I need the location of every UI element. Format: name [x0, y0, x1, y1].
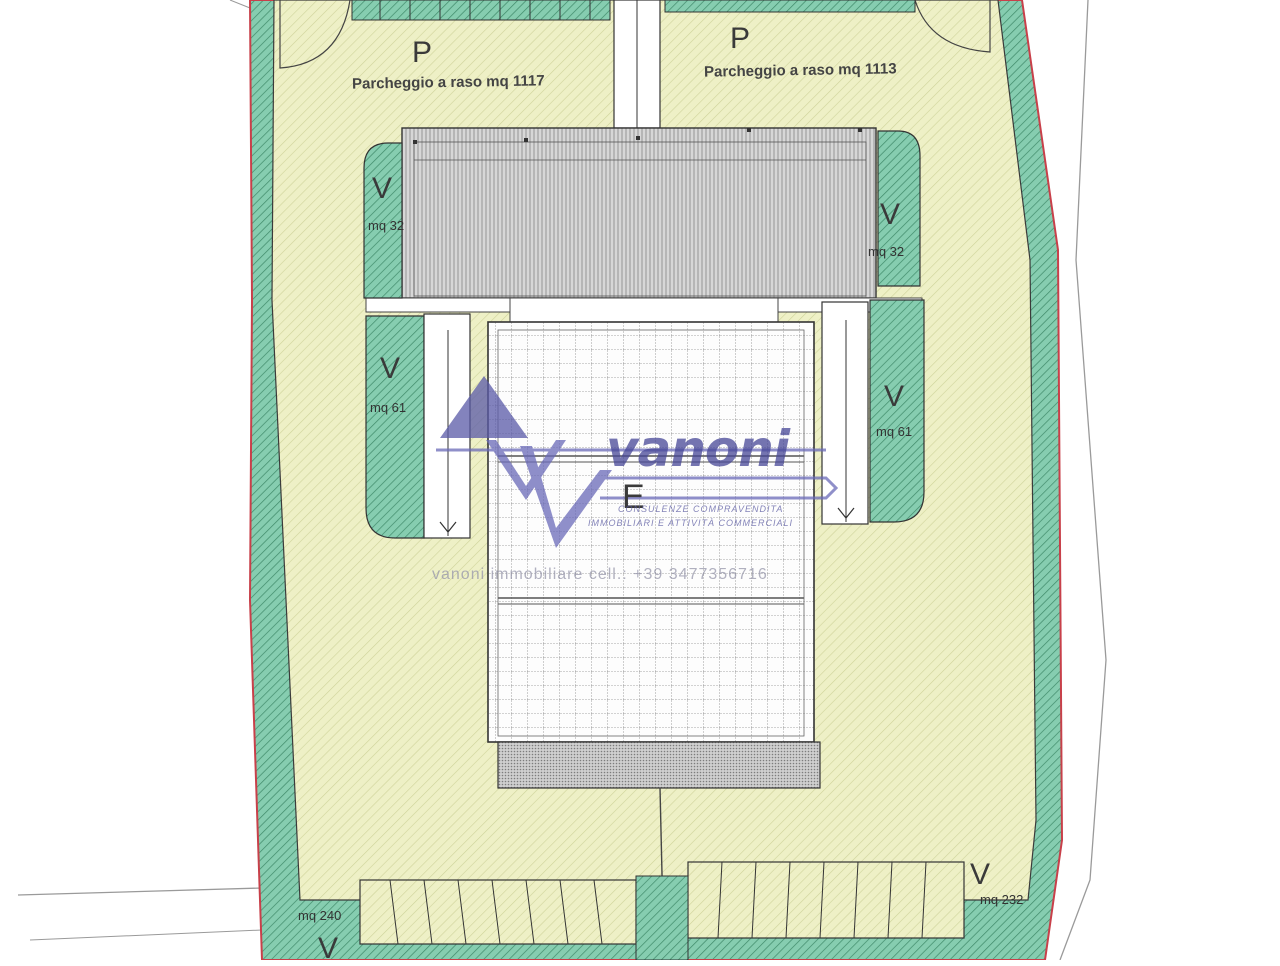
main-building-grid — [487, 321, 815, 743]
watermark-tagline-1: CONSULENZE COMPRAVENDITA — [618, 504, 784, 514]
watermark-tagline-2: IMMOBILIARI E ATTIVITÀ COMMERCIALI — [588, 518, 794, 528]
green-bottom-left-area: mq 240 — [298, 908, 342, 923]
main-building-base — [497, 741, 821, 789]
green-mid-left-letter: V — [380, 352, 401, 385]
parking-row-bottom-right — [687, 861, 965, 939]
green-top-right-letter: V — [880, 198, 901, 231]
ramp-right — [821, 301, 869, 525]
green-mid-left-area: mq 61 — [370, 400, 407, 415]
green-bottom-left-letter: V — [318, 932, 339, 965]
parking-row-bottom-left — [359, 879, 637, 945]
green-area-mid-left — [365, 315, 425, 539]
watermark-name: vanoni — [606, 420, 790, 478]
green-top-right-area: mq 32 — [868, 244, 905, 259]
green-area-top-left — [363, 142, 403, 299]
parking-left-caption: Parcheggio a raso mq 1117 — [351, 72, 545, 93]
building-letter: E — [622, 478, 645, 516]
parking-left-letter: P — [412, 36, 433, 69]
green-mid-right-area: mq 61 — [876, 424, 913, 439]
green-mid-right-letter: V — [884, 380, 905, 413]
green-bottom-right-area: mq 232 — [980, 892, 1024, 907]
green-top-left-letter: V — [372, 172, 393, 205]
green-area-mid-right — [869, 299, 925, 523]
green-area-top-right — [877, 130, 921, 287]
upper-building-roof — [401, 127, 877, 299]
green-bottom-right-letter: V — [970, 858, 991, 891]
watermark-logo — [436, 376, 839, 548]
green-top-left-area: mq 32 — [368, 218, 405, 233]
parking-right-caption: Parcheggio a raso mq 1113 — [703, 60, 897, 81]
parking-right-letter: P — [730, 22, 751, 55]
watermark-contact: vanoni immobiliare cell.: +39 3477356716 — [432, 566, 768, 583]
